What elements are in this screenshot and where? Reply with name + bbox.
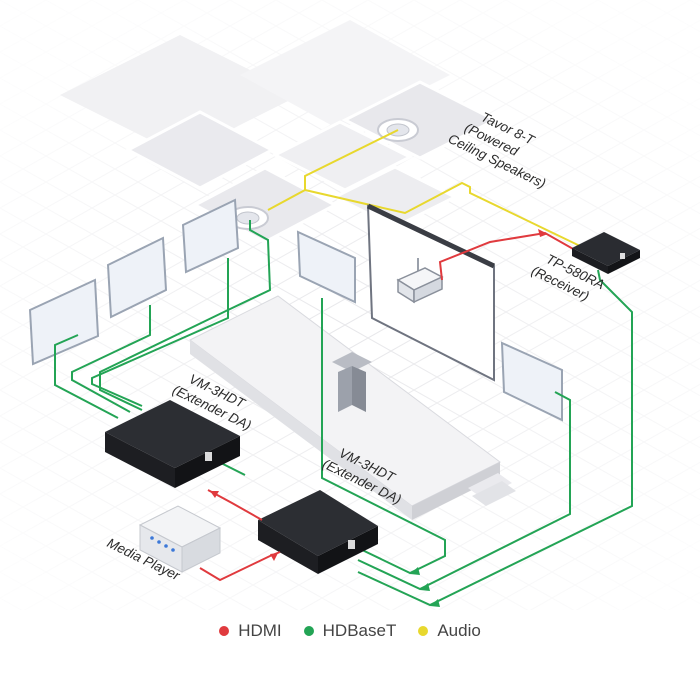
legend-item-hdmi: HDMI — [219, 621, 282, 641]
legend-label-hdbaset: HDBaseT — [322, 621, 397, 640]
ceiling-tiles — [60, 20, 499, 244]
lectern — [332, 352, 372, 412]
hdmi-cable-projector — [438, 229, 576, 281]
legend-label-audio: Audio — [437, 621, 481, 640]
extender-bottom-device — [258, 490, 378, 574]
wall-display-left-3 — [181, 198, 240, 274]
wall-display-right-2 — [500, 341, 563, 422]
legend-dot-hdmi — [219, 626, 230, 636]
legend-dot-audio — [418, 626, 429, 636]
hdmi-cables — [199, 489, 281, 582]
wall-display-left-1 — [28, 278, 100, 366]
extender-top-device — [105, 400, 240, 488]
audio-cable — [267, 129, 581, 247]
legend-item-hdbaset: HDBaseT — [303, 621, 397, 641]
legend-label-hdmi: HDMI — [238, 621, 282, 640]
wall-display-left-2 — [106, 236, 168, 319]
legend: HDMI HDBaseT Audio — [0, 618, 700, 644]
wall-display-right-1 — [296, 230, 356, 304]
projector — [396, 258, 444, 304]
legend-dot-hdbaset — [303, 626, 314, 636]
media-player-device — [138, 505, 222, 573]
receiver-device — [572, 232, 640, 274]
legend-item-audio: Audio — [418, 621, 481, 641]
hdbaset-cables — [54, 220, 633, 607]
